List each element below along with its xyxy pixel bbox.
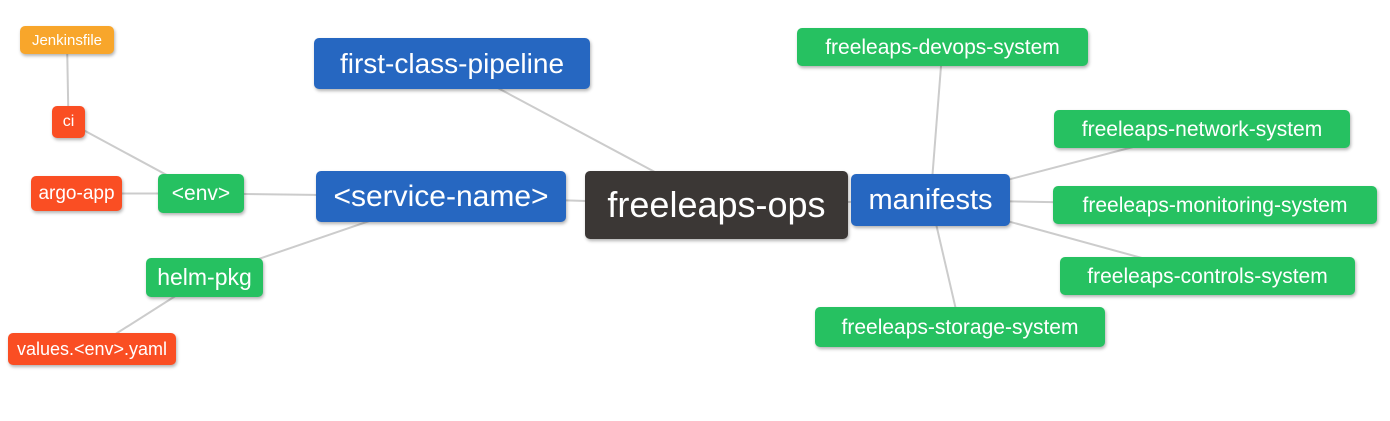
node-network-system[interactable]: freeleaps-network-system — [1054, 110, 1350, 148]
node-controls-system[interactable]: freeleaps-controls-system — [1060, 257, 1355, 295]
node-service-name[interactable]: <service-name> — [316, 171, 566, 222]
node-first-class-pipeline[interactable]: first-class-pipeline — [314, 38, 590, 89]
node-helm-pkg[interactable]: helm-pkg — [146, 258, 263, 297]
node-argo-app[interactable]: argo-app — [31, 176, 122, 211]
node-freeleaps-ops[interactable]: freeleaps-ops — [585, 171, 848, 239]
node-ci[interactable]: ci — [52, 106, 85, 138]
node-devops-system[interactable]: freeleaps-devops-system — [797, 28, 1088, 66]
node-env[interactable]: <env> — [158, 174, 244, 213]
node-monitoring-system[interactable]: freeleaps-monitoring-system — [1053, 186, 1377, 224]
node-values-env-yaml[interactable]: values.<env>.yaml — [8, 333, 176, 365]
node-jenkinsfile[interactable]: Jenkinsfile — [20, 26, 114, 54]
node-storage-system[interactable]: freeleaps-storage-system — [815, 307, 1105, 347]
node-manifests[interactable]: manifests — [851, 174, 1010, 226]
